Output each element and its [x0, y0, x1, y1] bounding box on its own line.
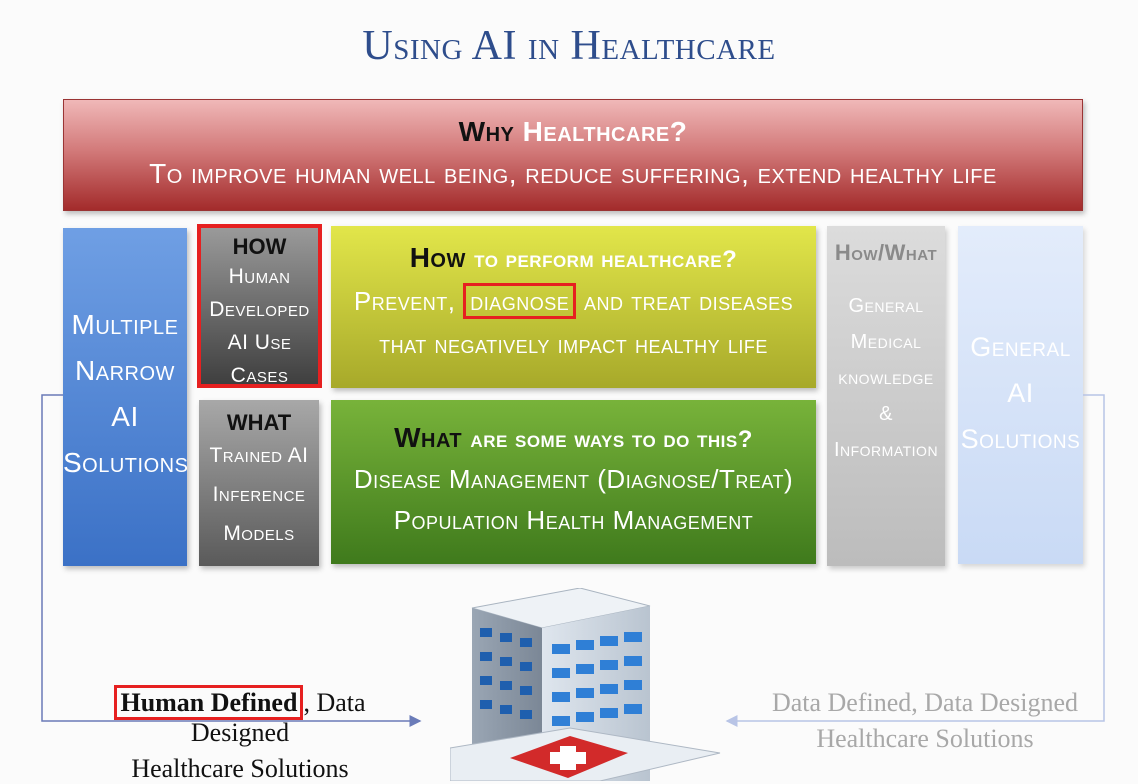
what-keyword: WHAT — [226, 410, 292, 435]
caption-data-defined: Data Defined, Data Designed Healthcare S… — [770, 688, 1080, 754]
why-healthcare-banner: Why Healthcare? To improve human well be… — [63, 99, 1083, 211]
what-big-line3: Population Health Management — [393, 505, 754, 535]
knowledge-line: Information — [833, 439, 939, 461]
diagnose-highlight: diagnose — [463, 283, 577, 319]
how-line: Developed — [209, 298, 310, 321]
human-defined-highlight: Human Defined — [114, 685, 304, 720]
general-ai-solutions-box: General AI Solutions — [958, 226, 1083, 564]
narrow-line: Solutions — [63, 447, 189, 478]
caption-human-defined: Human Defined, Data Designed Healthcare … — [70, 685, 410, 784]
how-big-line2-pre: Prevent, — [353, 286, 464, 316]
general-medical-knowledge-box: How/What General Medical knowledge & Inf… — [827, 226, 945, 566]
knowledge-line: & — [879, 403, 893, 425]
how-big-line2-post: and treat diseases — [576, 286, 794, 316]
right-connector — [725, 394, 1105, 727]
how-what-keyword: How/What — [834, 240, 938, 265]
page-title: Using AI in Healthcare — [362, 23, 776, 69]
why-heading: Healthcare? — [522, 116, 688, 147]
caption-left-rest: , Data Designed — [190, 688, 366, 747]
caption-left-line2: Healthcare Solutions — [131, 754, 349, 783]
medical-cross-icon — [550, 746, 586, 770]
knowledge-line: knowledge — [838, 367, 934, 389]
why-keyword: Why — [458, 116, 515, 147]
caption-right-line2: Healthcare Solutions — [816, 724, 1034, 753]
knowledge-line: Medical — [850, 331, 922, 353]
narrow-line: Narrow — [75, 355, 175, 386]
how-line: Human — [228, 265, 291, 288]
how-big-line3: that negatively impact healthy life — [379, 329, 768, 359]
how-keyword: HOW — [232, 234, 287, 259]
hospital-building-icon — [450, 588, 721, 781]
what-big-heading: are some ways to do this? — [470, 426, 753, 453]
how-perform-healthcare-box: How to perform healthcare? Prevent, diag… — [331, 226, 816, 388]
how-big-heading: to perform healthcare? — [474, 246, 738, 273]
narrow-ai-solutions-box: Multiple Narrow AI Solutions — [63, 228, 189, 566]
what-inference-models-box: WHAT Trained AI Inference Models — [199, 400, 319, 566]
what-ways-box: What are some ways to do this? Disease M… — [331, 400, 816, 564]
narrow-line: AI — [111, 401, 139, 432]
what-line: Trained AI — [209, 444, 309, 467]
why-statement: To improve human well being, reduce suff… — [149, 158, 997, 189]
how-big-keyword: How — [409, 242, 466, 273]
how-line: AI Use Cases — [227, 331, 292, 387]
left-connector — [41, 394, 422, 727]
what-line: Inference — [212, 483, 306, 506]
general-ai-line: AI — [1007, 378, 1034, 408]
caption-right-line1: Data Defined, Data Designed — [771, 688, 1079, 717]
general-ai-line: Solutions — [960, 424, 1081, 454]
how-use-cases-box: HOW Human Developed AI Use Cases — [197, 224, 322, 388]
what-line: Models — [223, 522, 295, 545]
knowledge-line: General — [848, 295, 924, 317]
narrow-line: Multiple — [71, 309, 179, 340]
what-big-keyword: What — [394, 422, 463, 453]
general-ai-line: General — [970, 332, 1071, 362]
what-big-line2: Disease Management (Diagnose/Treat) — [353, 464, 794, 494]
